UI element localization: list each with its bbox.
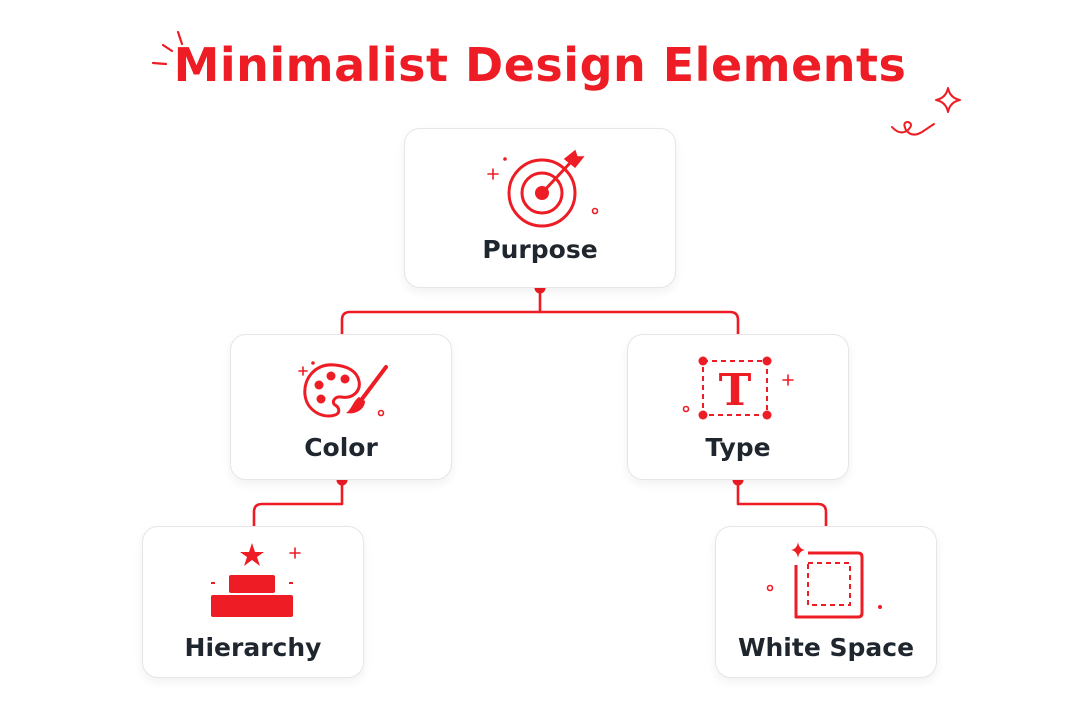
node-type: T Type [627, 334, 849, 480]
node-label-white-space: White Space [737, 633, 915, 662]
podium-star-icon [211, 543, 301, 617]
svg-text:T: T [719, 365, 752, 416]
node-label-purpose: Purpose [482, 235, 598, 264]
title-spark-lines-icon [151, 30, 184, 66]
node-purpose: Purpose [404, 128, 676, 288]
connector-purpose-type [540, 310, 740, 334]
node-label-hierarchy: Hierarchy [184, 633, 322, 662]
node-color: Color [230, 334, 452, 480]
node-label-type: Type [705, 433, 771, 462]
connector-lines [252, 288, 828, 526]
connector-type-whitespace [736, 480, 828, 526]
target-arrow-icon [487, 149, 599, 228]
connector-color-hierarchy [252, 480, 344, 526]
connector-purpose-color [340, 288, 542, 334]
typography-t-icon: T [682, 356, 794, 420]
page-title: Minimalist Design Elements [173, 38, 907, 92]
sparkle-star-icon [935, 87, 961, 113]
squiggle-icon [891, 120, 935, 136]
node-hierarchy: Hierarchy [142, 526, 364, 678]
paint-palette-icon [298, 361, 388, 418]
node-label-color: Color [304, 433, 378, 462]
node-white-space: White Space [715, 526, 937, 678]
white-space-frame-icon [766, 542, 882, 619]
